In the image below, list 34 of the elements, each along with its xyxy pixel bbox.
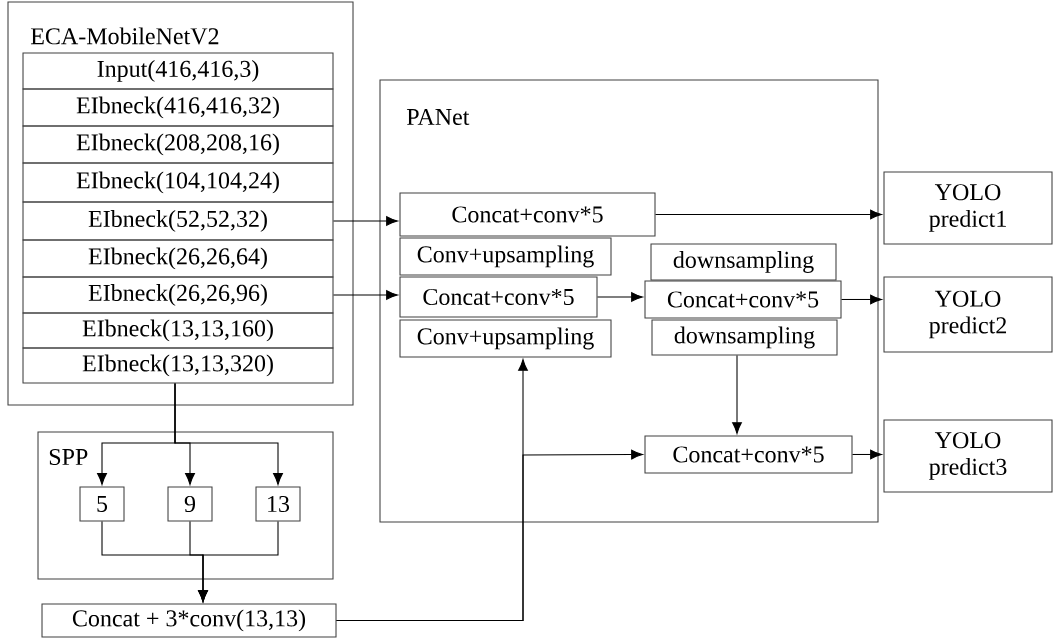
- arrow: [333, 290, 398, 300]
- process-box: Concat + 3*conv(13,13): [41, 603, 337, 638]
- arrow: [852, 449, 882, 460]
- process-box: EIbneck(26,26,96): [22, 276, 334, 314]
- process-box: downsampling: [650, 243, 837, 281]
- arrow: [732, 355, 742, 434]
- arrow: [333, 216, 398, 226]
- arrow: [198, 521, 279, 602]
- process-box: downsampling: [651, 319, 838, 356]
- process-box: Concat+conv*5: [644, 280, 842, 319]
- process-box: Conv+upsampling: [399, 319, 612, 358]
- process-box: EIbneck(13,13,160): [22, 312, 334, 349]
- process-box: EIbneck(416,416,32): [22, 88, 334, 127]
- process-box: EIbneck(52,52,32): [22, 201, 334, 241]
- arrow: [597, 292, 643, 302]
- arrow: [174, 383, 283, 485]
- process-box: 9: [167, 486, 213, 522]
- process-box: 13: [255, 486, 301, 522]
- process-box: Input(416,416,3): [22, 52, 334, 90]
- process-box: Conv+upsampling: [399, 237, 612, 276]
- output-box: YOLO predict3: [883, 419, 1053, 493]
- arrow: [336, 449, 643, 622]
- process-box: EIbneck(13,13,320): [22, 347, 334, 384]
- process-box: EIbneck(26,26,64): [22, 239, 334, 278]
- process-box: 5: [79, 486, 125, 522]
- output-box: YOLO predict1: [883, 171, 1053, 245]
- process-box: Concat+conv*5: [644, 435, 853, 474]
- process-box: EIbneck(104,104,24): [22, 162, 334, 203]
- output-box: YOLO predict2: [883, 276, 1053, 353]
- arrow: [841, 294, 882, 305]
- arrow: [655, 209, 882, 220]
- process-box: EIbneck(208,208,16): [22, 125, 334, 164]
- process-box: Concat+conv*5: [399, 276, 598, 318]
- process-box: Concat+conv*5: [399, 192, 656, 237]
